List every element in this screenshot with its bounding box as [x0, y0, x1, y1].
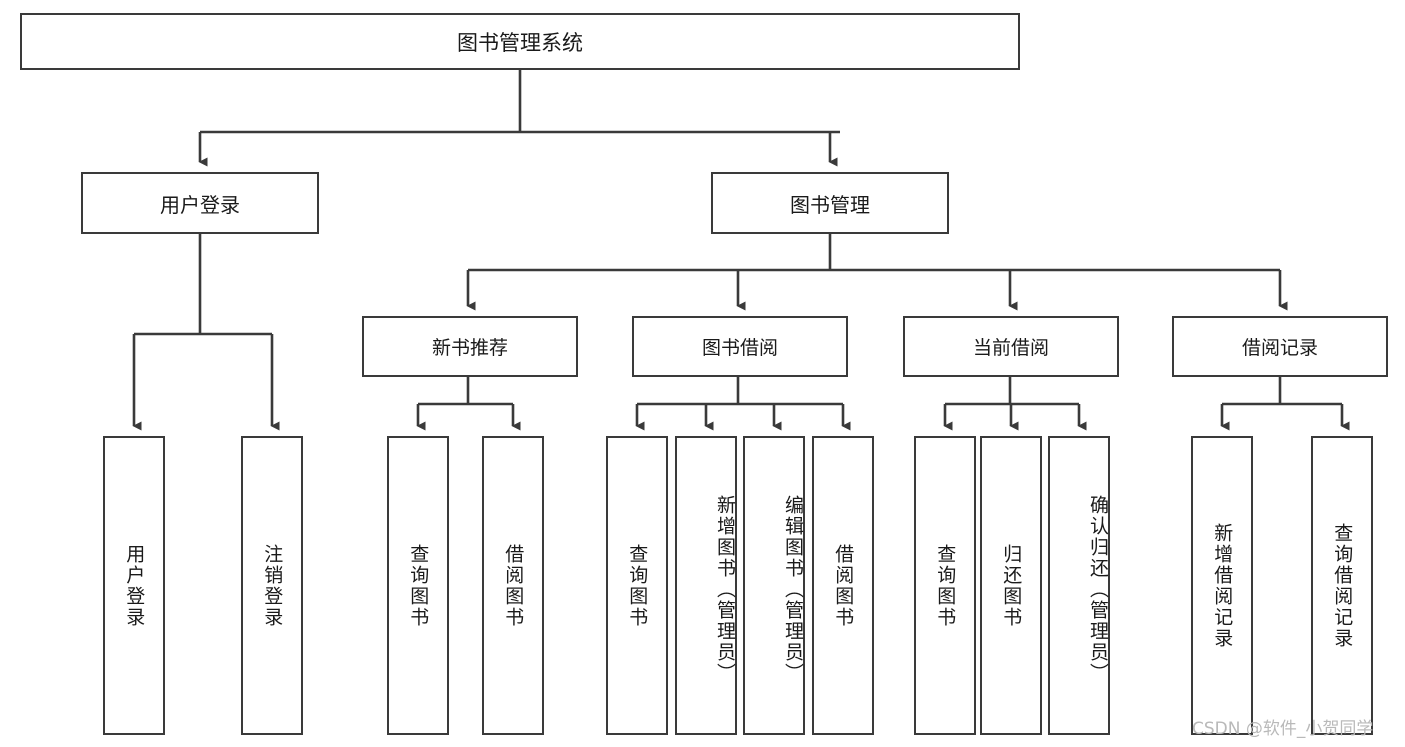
node-book-management[interactable]: 图书管理 — [711, 172, 949, 234]
leaf-query-book[interactable]: 查询图书 — [606, 436, 668, 735]
leaf-confirm-return-admin[interactable]: 确认归还（管理员） — [1048, 436, 1110, 735]
node-user-login[interactable]: 用户登录 — [81, 172, 319, 234]
node-book-borrow[interactable]: 图书借阅 — [632, 316, 848, 377]
node-new-book-recommend[interactable]: 新书推荐 — [362, 316, 578, 377]
leaf-add-book-admin[interactable]: 新增图书（管理员） — [675, 436, 737, 735]
leaf-return-book[interactable]: 归还图书 — [980, 436, 1042, 735]
watermark: CSDN @软件_小贺同学 — [1192, 719, 1374, 739]
leaf-borrow-book[interactable]: 借阅图书 — [812, 436, 874, 735]
leaf-edit-book-admin[interactable]: 编辑图书（管理员） — [743, 436, 805, 735]
leaf-query-book-recommend[interactable]: 查询图书 — [387, 436, 449, 735]
node-current-borrow[interactable]: 当前借阅 — [903, 316, 1119, 377]
leaf-query-borrow-record[interactable]: 查询借阅记录 — [1311, 436, 1373, 735]
leaf-borrow-book-recommend[interactable]: 借阅图书 — [482, 436, 544, 735]
leaf-query-book-current[interactable]: 查询图书 — [914, 436, 976, 735]
node-borrow-record[interactable]: 借阅记录 — [1172, 316, 1388, 377]
leaf-add-borrow-record[interactable]: 新增借阅记录 — [1191, 436, 1253, 735]
node-root[interactable]: 图书管理系统 — [20, 13, 1020, 70]
leaf-logout[interactable]: 注销登录 — [241, 436, 303, 735]
leaf-user-login[interactable]: 用户登录 — [103, 436, 165, 735]
